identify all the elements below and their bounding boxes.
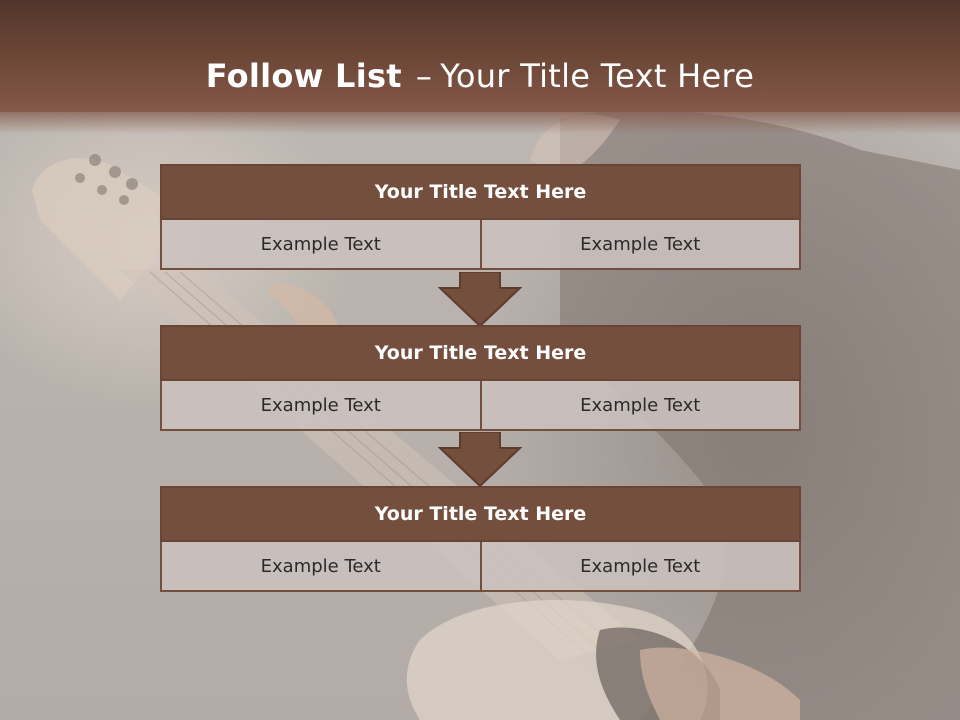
cell-right: Example Text (479, 381, 800, 429)
list-block-3: Your Title Text Here Example Text Exampl… (160, 486, 801, 592)
cell-left: Example Text (260, 394, 381, 416)
block-row: Example Text Example Text (160, 381, 801, 431)
title-bold: Follow List (205, 57, 402, 95)
down-arrow-icon (438, 272, 522, 328)
cell-right: Example Text (479, 220, 800, 268)
cell-left: Example Text (260, 233, 381, 255)
block-row: Example Text Example Text (160, 542, 801, 592)
block-title: Your Title Text Here (160, 325, 801, 381)
list-block-2: Your Title Text Here Example Text Exampl… (160, 325, 801, 431)
block-row: Example Text Example Text (160, 220, 801, 270)
cell-right: Example Text (479, 542, 800, 590)
block-title: Your Title Text Here (160, 164, 801, 220)
down-arrow-icon (438, 432, 522, 488)
list-block-1: Your Title Text Here Example Text Exampl… (160, 164, 801, 270)
title-rest: Your Title Text Here (440, 57, 755, 95)
header-band (0, 0, 960, 112)
cell-left: Example Text (260, 555, 381, 577)
block-title: Your Title Text Here (160, 486, 801, 542)
header-fade (0, 108, 960, 134)
title-dash: – (415, 57, 433, 95)
slide-title: Follow List–Your Title Text Here (0, 52, 960, 100)
